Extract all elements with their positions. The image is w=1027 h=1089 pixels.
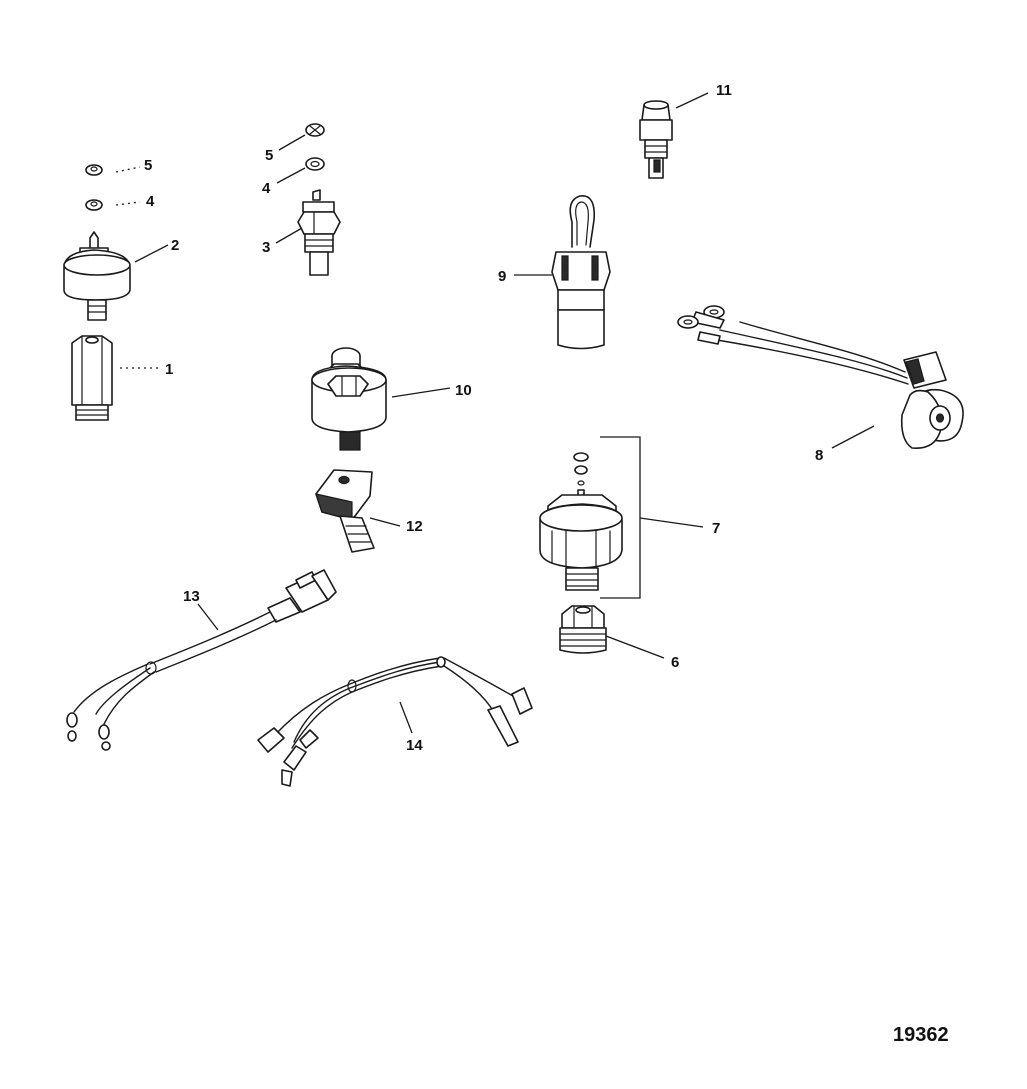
callout-9: 9 bbox=[498, 268, 506, 285]
part-5-nut-right bbox=[305, 123, 325, 137]
part-4-washer-left bbox=[85, 199, 103, 211]
leader-4-left bbox=[115, 201, 141, 206]
leader-8 bbox=[831, 425, 875, 449]
callout-7: 7 bbox=[712, 520, 720, 537]
callout-13: 13 bbox=[183, 588, 200, 605]
callout-6: 6 bbox=[671, 654, 679, 671]
part-7-switch-assembly bbox=[539, 452, 623, 591]
leader-13 bbox=[197, 603, 219, 631]
leader-7 bbox=[639, 517, 704, 528]
leader-4-right bbox=[276, 167, 306, 184]
part-11-sensor bbox=[639, 100, 673, 179]
part-8-coil-sender bbox=[677, 305, 964, 449]
leader-2 bbox=[134, 244, 169, 263]
document-number: 19362 bbox=[893, 1024, 949, 1046]
leader-14 bbox=[399, 701, 413, 734]
leader-6 bbox=[605, 635, 665, 659]
callout-14: 14 bbox=[406, 737, 423, 754]
callout-12: 12 bbox=[406, 518, 423, 535]
part-6-adapter-fitting bbox=[559, 605, 607, 654]
leader-12 bbox=[369, 517, 401, 527]
leader-5-right bbox=[278, 134, 306, 151]
bracket-7 bbox=[600, 436, 641, 599]
part-4-washer-right bbox=[305, 157, 325, 171]
part-5-nut-left bbox=[85, 164, 103, 176]
leader-10 bbox=[391, 387, 451, 398]
callout-8: 8 bbox=[815, 447, 823, 464]
part-13-harness bbox=[66, 569, 337, 751]
leader-11 bbox=[675, 92, 709, 109]
callout-2: 2 bbox=[171, 237, 179, 254]
callout-5-left: 5 bbox=[144, 157, 152, 174]
part-1-hex-adapter bbox=[71, 335, 113, 421]
part-10-sensor bbox=[311, 347, 387, 451]
callout-10: 10 bbox=[455, 382, 472, 399]
part-2-pressure-switch bbox=[63, 231, 131, 321]
leader-3 bbox=[275, 227, 303, 244]
callout-1: 1 bbox=[165, 361, 173, 378]
part-9-connector bbox=[551, 195, 611, 350]
callout-4-left: 4 bbox=[146, 193, 155, 210]
callout-11: 11 bbox=[716, 82, 732, 99]
callout-3: 3 bbox=[262, 239, 270, 256]
leader-5-left bbox=[115, 166, 141, 173]
part-3-temperature-sender bbox=[297, 189, 341, 276]
part-12-elbow-fitting bbox=[315, 469, 375, 553]
callout-5-right: 5 bbox=[265, 147, 273, 164]
callout-4-right: 4 bbox=[262, 180, 271, 197]
part-14-harness bbox=[257, 656, 533, 787]
